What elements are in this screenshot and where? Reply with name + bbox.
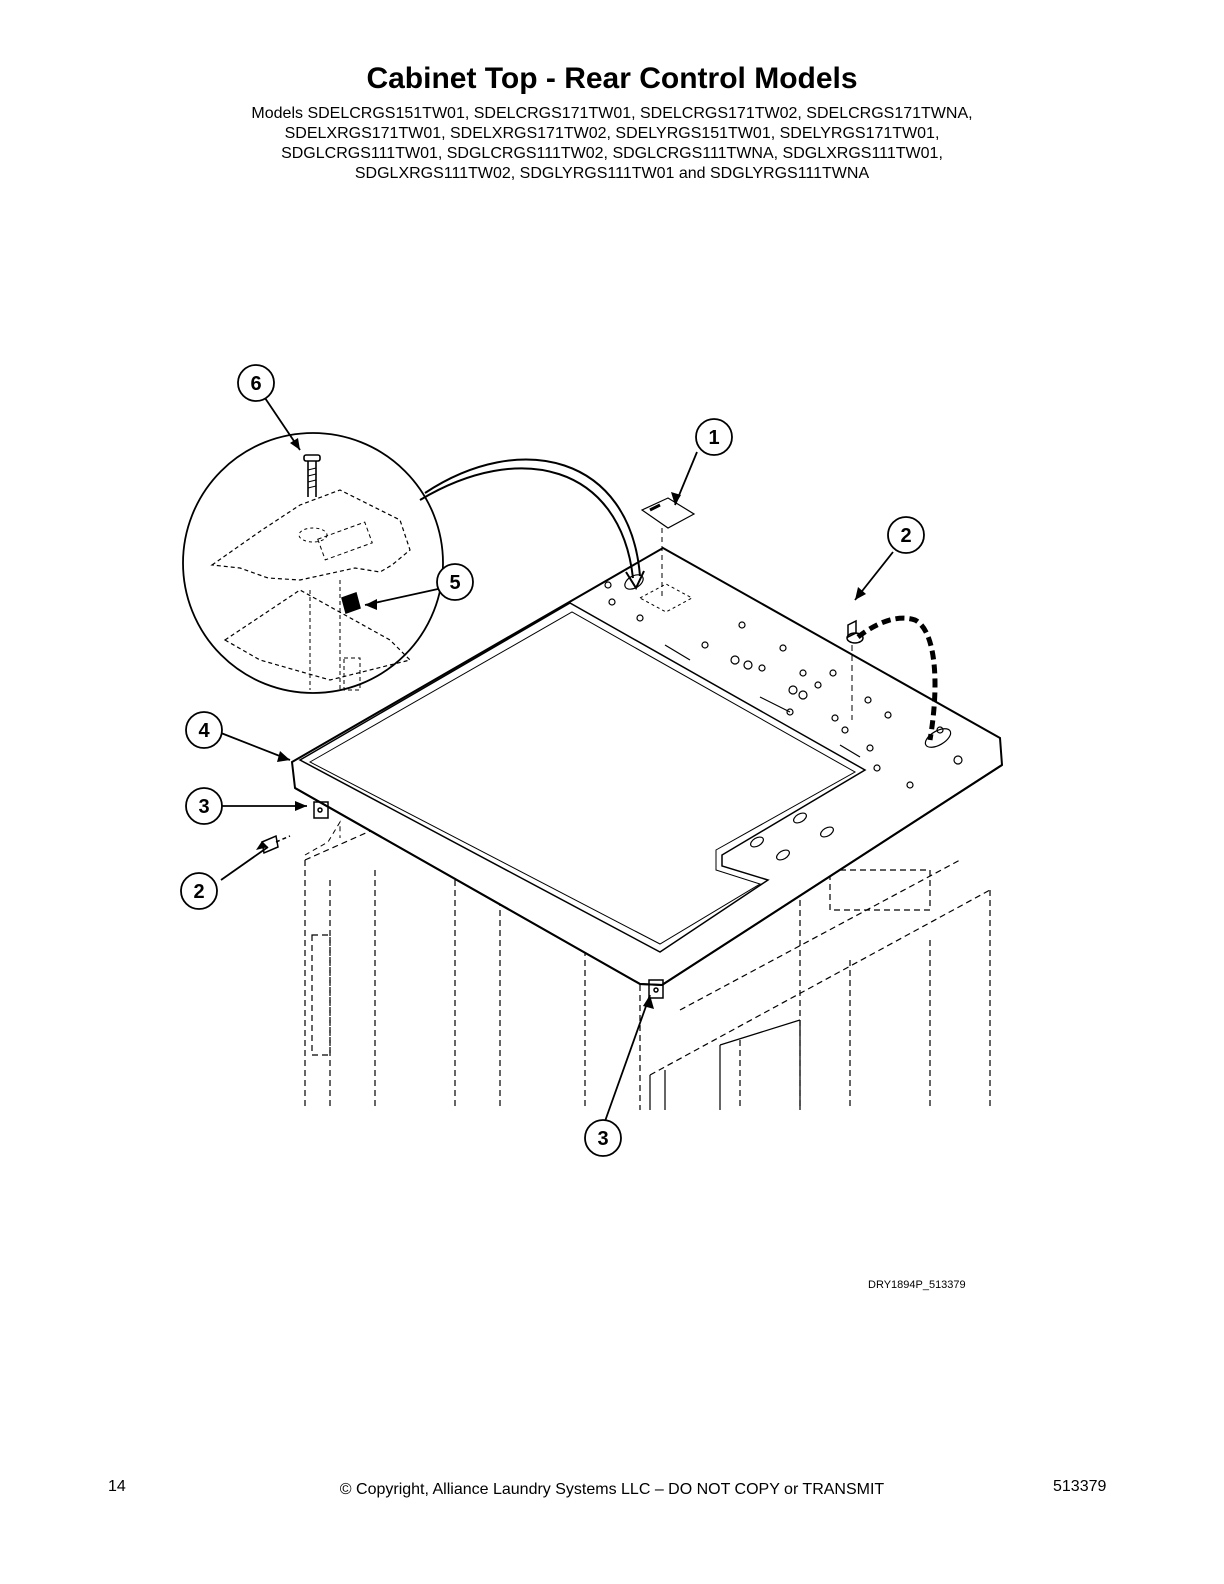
arrowheads: [256, 438, 866, 1009]
callout-3-left-label: 3: [198, 796, 209, 818]
page-number: 14: [108, 1478, 126, 1495]
document-number: 513379: [1053, 1478, 1107, 1495]
callout-3-bottom-label: 3: [597, 1128, 608, 1150]
callout-6-label: 6: [250, 373, 261, 395]
callout-5-label: 5: [449, 572, 460, 594]
front-bracket: [648, 979, 664, 999]
detail-view: [182, 432, 645, 694]
callout-4: 4: [185, 711, 223, 749]
cabinet-top-panel: [290, 546, 1004, 987]
decal-part: [638, 497, 696, 613]
model-list: Models SDELCRGS151TW01, SDELCRGS171TW01,…: [0, 104, 1224, 184]
model-line: Models SDELCRGS151TW01, SDELCRGS171TW01,…: [251, 105, 973, 122]
model-line: SDGLCRGS111TW01, SDGLCRGS111TW02, SDGLCR…: [281, 145, 943, 162]
drawing-id: DRY1894P_513379: [868, 1279, 966, 1291]
callout-2-right: 2: [887, 516, 925, 554]
side-bracket-left: [261, 801, 341, 856]
callout-6: 6: [237, 364, 275, 402]
callout-2-left: 2: [180, 872, 218, 910]
model-line: SDELXRGS171TW01, SDELXRGS171TW02, SDELYR…: [284, 125, 940, 142]
callout-2-left-label: 2: [193, 881, 204, 903]
callout-3-bottom: 3: [584, 1119, 622, 1157]
model-line: SDGLXRGS111TW02, SDGLYRGS111TW01 and SDG…: [354, 165, 870, 182]
callout-4-label: 4: [198, 720, 210, 742]
callout-3-left: 3: [185, 787, 223, 825]
callout-5: 5: [436, 563, 474, 601]
ground-wire: [846, 615, 938, 741]
page-title: Cabinet Top - Rear Control Models: [366, 62, 858, 95]
callout-1: 1: [695, 418, 733, 456]
callout-2-right-label: 2: [900, 525, 911, 547]
copyright-notice: © Copyright, Alliance Laundry Systems LL…: [339, 1481, 885, 1498]
callout-1-label: 1: [708, 427, 719, 449]
panel-holes: [604, 574, 963, 861]
